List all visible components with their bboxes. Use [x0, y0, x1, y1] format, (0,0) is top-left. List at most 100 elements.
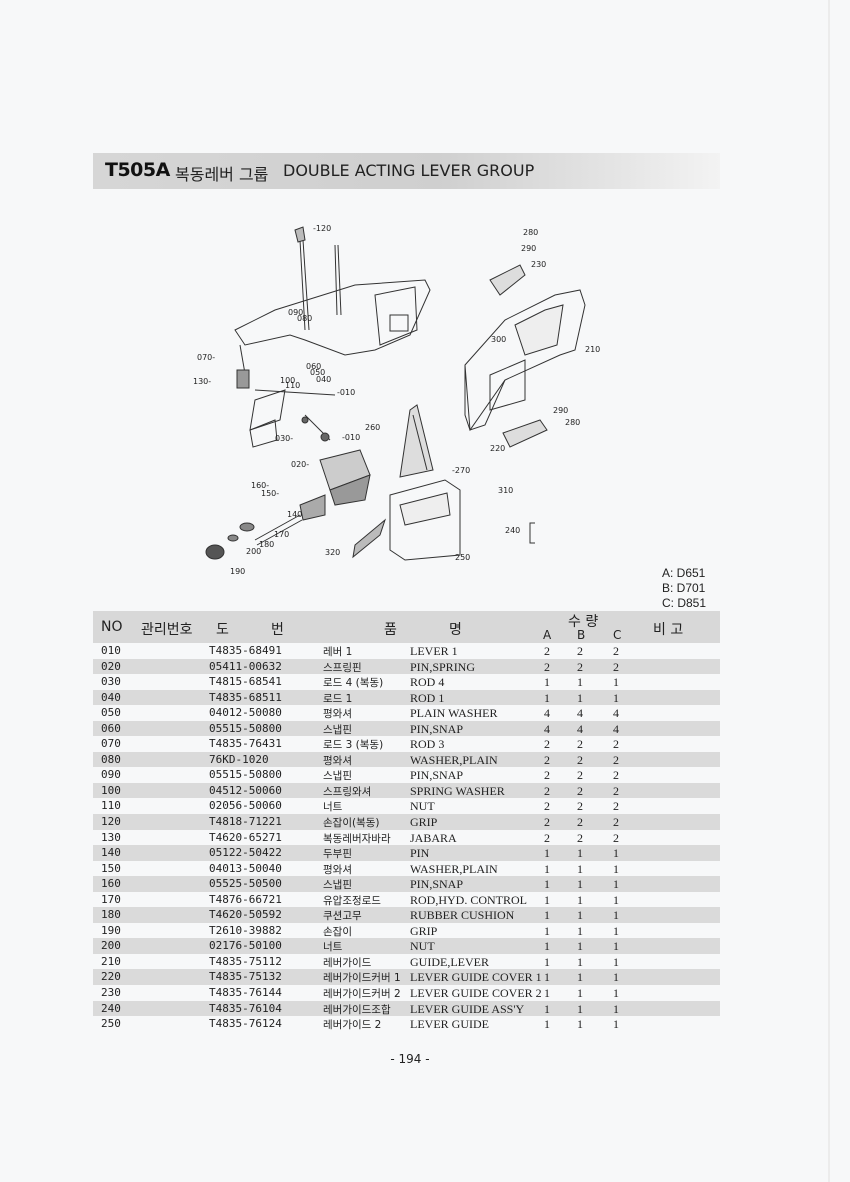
- cell-qty-b: 1: [577, 892, 583, 907]
- cell-part-number: T4835-76144: [209, 986, 282, 1000]
- cell-name-korean: 레버가이드: [323, 956, 372, 969]
- svg-text:040: 040: [316, 375, 331, 384]
- svg-text:110: 110: [285, 381, 300, 390]
- title-bar: T505A 복동레버 그룹 DOUBLE ACTING LEVER GROUP: [93, 153, 720, 189]
- cell-name-korean: 쿠션고무: [323, 910, 362, 923]
- cell-qty-a: 2: [544, 644, 550, 658]
- cell-no: 230: [101, 986, 121, 1000]
- header-quantity: 수 량: [568, 614, 599, 630]
- cell-no: 220: [101, 970, 121, 984]
- cell-name-korean: 스냅핀: [323, 723, 352, 736]
- cell-no: 140: [101, 846, 121, 860]
- cell-qty-b: 2: [577, 830, 583, 845]
- cell-name-english: NUT: [410, 939, 435, 954]
- model-legend: A: D651 B: D701 C: D851: [662, 566, 706, 611]
- cell-name-korean: 손잡이: [323, 925, 352, 938]
- svg-text:280: 280: [523, 228, 538, 237]
- svg-text:180: 180: [259, 540, 274, 549]
- cell-name-english: LEVER 1: [410, 644, 458, 658]
- svg-text:220: 220: [490, 444, 505, 453]
- cell-qty-b: 1: [577, 954, 583, 969]
- cell-name-korean: 손잡이(복동): [323, 817, 380, 830]
- cell-qty-a: 1: [544, 861, 550, 876]
- cell-name-english: SPRING WASHER: [410, 783, 505, 798]
- cell-no: 240: [101, 1001, 121, 1015]
- cell-name-english: GUIDE,LEVER: [410, 954, 489, 969]
- cell-no: 160: [101, 877, 121, 891]
- cell-part-number: T4818-71221: [209, 815, 282, 829]
- cell-name-korean: 유압조정로드: [323, 894, 381, 907]
- header-name-2: 명: [449, 622, 462, 638]
- cell-part-number: T4620-65271: [209, 830, 282, 844]
- cell-name-korean: 평와셔: [323, 708, 352, 721]
- cell-no: 100: [101, 783, 121, 797]
- cell-no: 010: [101, 644, 121, 657]
- cell-part-number: 05122-50422: [209, 846, 282, 860]
- svg-text:170: 170: [274, 530, 289, 539]
- cell-qty-b: 1: [577, 970, 583, 985]
- cell-qty-c: 4: [613, 706, 619, 721]
- cell-part-number: 05515-50800: [209, 721, 282, 735]
- cell-qty-a: 1: [544, 1001, 550, 1016]
- cell-qty-c: 1: [613, 877, 619, 892]
- cell-qty-c: 2: [613, 659, 619, 674]
- cell-name-english: GRIP: [410, 815, 438, 830]
- svg-text:160-: 160-: [251, 481, 269, 490]
- cell-qty-b: 2: [577, 737, 583, 752]
- svg-text:240: 240: [505, 526, 520, 535]
- cell-qty-c: 1: [613, 1001, 619, 1016]
- svg-text:-010: -010: [342, 433, 360, 442]
- cell-qty-b: 2: [577, 644, 583, 658]
- cell-no: 050: [101, 706, 121, 720]
- legend-item: A: D651: [662, 566, 706, 580]
- svg-text:230: 230: [531, 260, 546, 269]
- svg-text:020-: 020-: [291, 460, 309, 469]
- cell-name-korean: 스프링핀: [323, 661, 362, 674]
- cell-name-korean: 레버가이드커버 1: [323, 972, 401, 985]
- cell-part-number: 04012-50080: [209, 706, 282, 720]
- cell-qty-a: 1: [544, 954, 550, 969]
- cell-qty-b: 1: [577, 675, 583, 690]
- cell-qty-b: 1: [577, 908, 583, 923]
- cell-name-english: LEVER GUIDE COVER 2: [410, 986, 542, 1001]
- cell-qty-a: 1: [544, 690, 550, 705]
- header-remarks: 비 고: [653, 622, 684, 638]
- cell-part-number: T4835-75132: [209, 970, 282, 984]
- cell-no: 060: [101, 721, 121, 735]
- svg-text:210: 210: [585, 345, 600, 354]
- cell-qty-b: 2: [577, 659, 583, 674]
- cell-qty-a: 4: [544, 721, 550, 736]
- cell-qty-c: 1: [613, 690, 619, 705]
- cell-qty-b: 1: [577, 1001, 583, 1016]
- cell-name-english: RUBBER CUSHION: [410, 908, 515, 923]
- cell-name-korean: 너트: [323, 941, 343, 954]
- cell-qty-b: 2: [577, 783, 583, 798]
- svg-text:090: 090: [288, 308, 303, 317]
- svg-text:250: 250: [455, 553, 470, 562]
- group-title-korean: 복동레버 그룹: [175, 165, 269, 184]
- cell-part-number: 02056-50060: [209, 799, 282, 813]
- cell-no: 200: [101, 939, 121, 953]
- cell-part-number: 05515-50800: [209, 768, 282, 782]
- cell-qty-b: 2: [577, 799, 583, 814]
- header-drawing-1: 도: [216, 622, 229, 638]
- cell-name-korean: 스냅핀: [323, 770, 352, 783]
- cell-qty-c: 2: [613, 783, 619, 798]
- cell-qty-a: 1: [544, 1017, 550, 1032]
- cell-name-korean: 레버가이드조합: [323, 1003, 391, 1016]
